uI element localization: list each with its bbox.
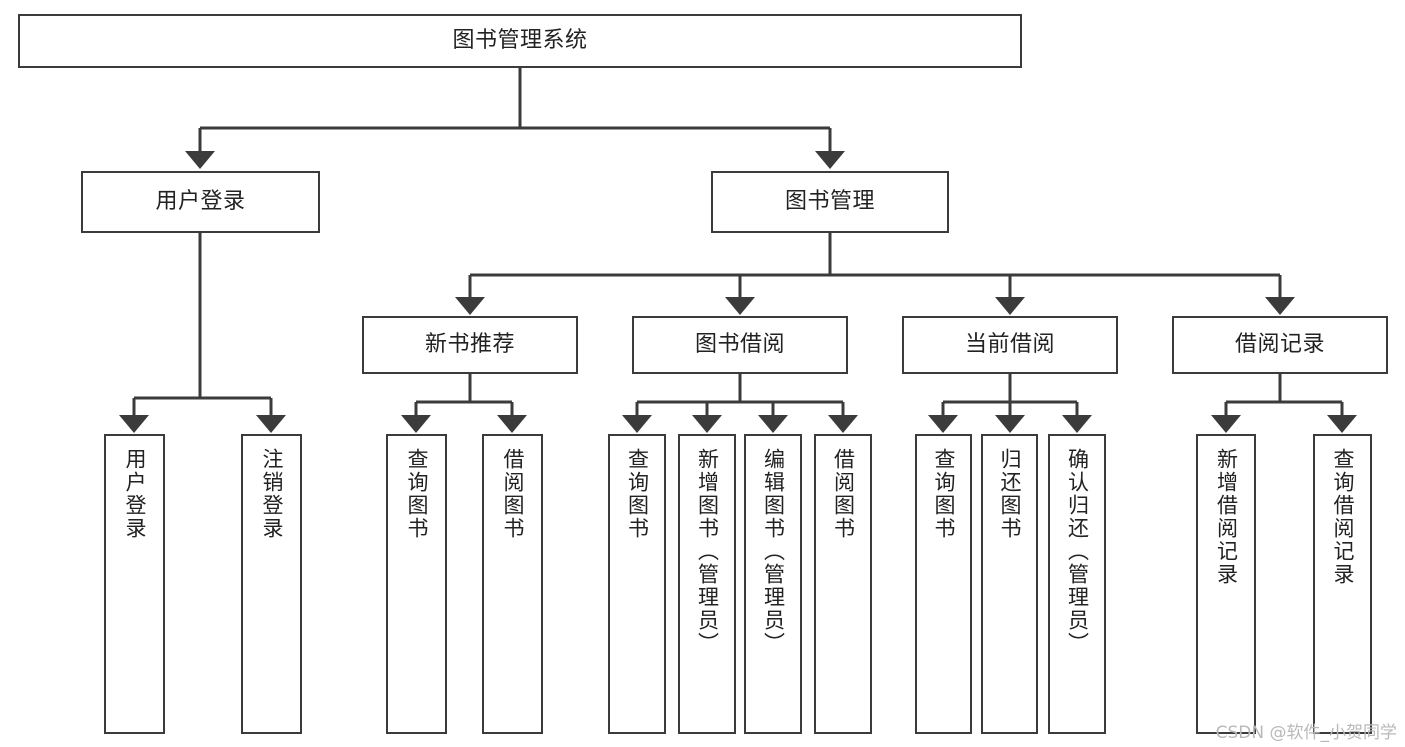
leaf-edit-book[interactable]: 编辑图书（管理员） (744, 434, 802, 734)
leaf-query-book-1-label: 查询图书 (405, 448, 429, 540)
node-book-manage-label: 图书管理 (784, 189, 875, 215)
node-root[interactable]: 图书管理系统 (18, 14, 1022, 68)
node-user-login-label: 用户登录 (155, 189, 246, 215)
leaf-query-book-2[interactable]: 查询图书 (608, 434, 666, 734)
leaf-borrow-book-2-label: 借阅图书 (831, 448, 856, 540)
leaf-return-book[interactable]: 归还图书 (981, 434, 1038, 734)
leaf-return-book-label: 归还图书 (998, 448, 1022, 540)
leaf-user-login[interactable]: 用户登录 (104, 434, 165, 734)
leaf-borrow-book-1-label: 借阅图书 (501, 448, 525, 540)
leaf-confirm-return[interactable]: 确认归还（管理员） (1048, 434, 1106, 734)
node-borrow-record-label: 借阅记录 (1234, 332, 1325, 358)
node-user-login[interactable]: 用户登录 (81, 171, 320, 233)
leaf-query-borrow-record-label: 查询借阅记录 (1331, 448, 1355, 586)
leaf-add-borrow-record[interactable]: 新增借阅记录 (1196, 434, 1256, 734)
leaf-borrow-book-2[interactable]: 借阅图书 (814, 434, 872, 734)
node-new-book-recommend[interactable]: 新书推荐 (362, 316, 578, 374)
leaf-borrow-book-1[interactable]: 借阅图书 (482, 434, 543, 734)
leaf-confirm-return-label: 确认归还（管理员） (1065, 448, 1090, 655)
node-book-borrow[interactable]: 图书借阅 (632, 316, 848, 374)
node-current-borrow[interactable]: 当前借阅 (902, 316, 1118, 374)
leaf-query-book-1[interactable]: 查询图书 (386, 434, 447, 734)
leaf-query-book-3[interactable]: 查询图书 (915, 434, 972, 734)
leaf-add-book-label: 新增图书（管理员） (695, 448, 720, 655)
leaf-logout-label: 注销登录 (260, 448, 284, 540)
node-root-label: 图书管理系统 (452, 28, 588, 54)
leaf-add-borrow-record-label: 新增借阅记录 (1214, 448, 1239, 586)
leaf-query-book-3-label: 查询图书 (932, 448, 956, 540)
node-book-borrow-label: 图书借阅 (694, 332, 785, 358)
leaf-add-book[interactable]: 新增图书（管理员） (678, 434, 736, 734)
leaf-edit-book-label: 编辑图书（管理员） (761, 448, 786, 655)
leaf-user-login-label: 用户登录 (123, 448, 147, 540)
leaf-query-borrow-record[interactable]: 查询借阅记录 (1313, 434, 1372, 734)
node-new-book-recommend-label: 新书推荐 (424, 332, 515, 358)
watermark: CSDN @软件_小贺同学 (1215, 723, 1397, 743)
leaf-logout[interactable]: 注销登录 (241, 434, 302, 734)
node-borrow-record[interactable]: 借阅记录 (1172, 316, 1388, 374)
leaf-query-book-2-label: 查询图书 (625, 448, 650, 540)
node-book-manage[interactable]: 图书管理 (711, 171, 949, 233)
node-current-borrow-label: 当前借阅 (964, 332, 1055, 358)
